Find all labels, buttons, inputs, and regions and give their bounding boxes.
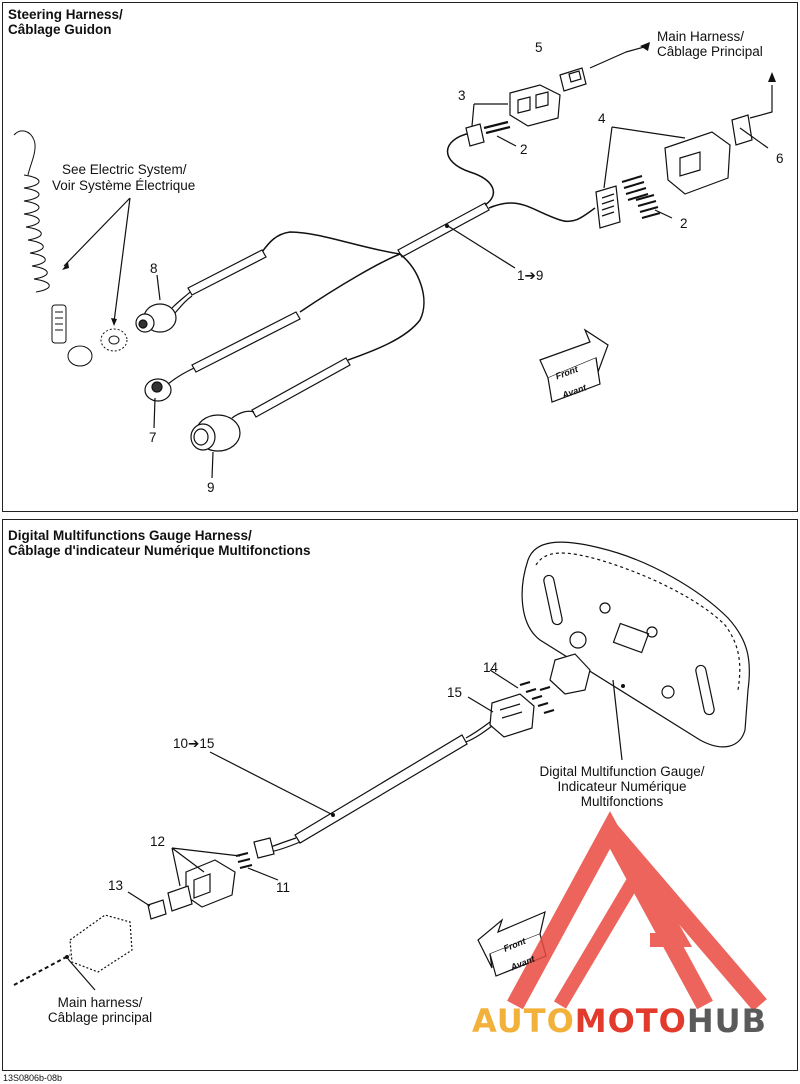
seal-13 — [147, 899, 167, 920]
main-trunk-sleeve — [397, 202, 490, 258]
gauge-label-line2: Indicateur Numérique — [557, 779, 687, 794]
part-number-6: 6 — [776, 151, 784, 166]
connector-11 — [253, 837, 275, 859]
watermark-auto: AUTO — [472, 1002, 575, 1040]
steering-harness-panel — [2, 2, 798, 512]
coiled-lanyard — [13, 130, 128, 367]
branch-sleeve-9 — [251, 357, 351, 418]
sensor-8 — [135, 291, 193, 333]
digital-gauge-housing — [521, 541, 750, 748]
part-number-9: 9 — [207, 480, 215, 495]
main-harness-bottom-line2: Câblage principal — [47, 1010, 153, 1025]
part-number-12: 12 — [150, 834, 166, 849]
gauge-harness-panel — [2, 519, 798, 1071]
front-arrow-top — [539, 328, 609, 403]
main-harness-label-line1: Main Harness/ — [657, 29, 745, 44]
connector-12 — [167, 859, 236, 912]
part-number-10-15: 10➔15 — [173, 736, 215, 751]
front-arrow-bottom — [477, 910, 547, 977]
part-number-2a: 2 — [520, 142, 528, 157]
main-harness-bottom-line1: Main harness/ — [57, 995, 143, 1010]
watermark-moto: MOTO — [574, 1002, 687, 1040]
watermark-text: AUTOMOTOHUB — [472, 1002, 767, 1040]
top-panel-title-line2: Câblage Guidon — [8, 22, 112, 37]
connector-15 — [489, 693, 535, 738]
gauge-label-line3: Multifonctions — [580, 794, 664, 809]
terminals-14 — [519, 680, 555, 715]
part-number-14: 14 — [483, 660, 499, 675]
part-number-13: 13 — [108, 878, 124, 893]
see-electric-label-line2: Voir Système Électrique — [52, 178, 196, 193]
main-harness-plug — [13, 914, 133, 986]
terminals-2a — [483, 120, 511, 135]
gauge-label-line1: Digital Multifunction Gauge/ — [539, 764, 705, 779]
branch-sleeve-7 — [191, 311, 301, 373]
bottom-panel-title-line2: Câblage d'indicateur Numérique Multifonc… — [8, 543, 311, 558]
part-number-7: 7 — [149, 430, 157, 445]
front-label-top-line1: Front — [554, 364, 580, 382]
terminals-2b — [621, 175, 661, 219]
front-label-bottom-line1: Front — [501, 935, 528, 954]
see-electric-label-line1: See Electric System/ — [62, 162, 187, 177]
part-number-15: 15 — [447, 685, 463, 700]
part-number-2b: 2 — [680, 216, 688, 231]
top-panel-title-line1: Steering Harness/ — [8, 7, 123, 22]
bottom-panel-title-line1: Digital Multifunctions Gauge Harness/ — [8, 528, 252, 543]
main-harness-label-line2: Câblage Principal — [657, 44, 763, 59]
watermark-hub: HUB — [686, 1002, 768, 1040]
part-number-3: 3 — [458, 88, 466, 103]
sensor-9 — [190, 410, 255, 452]
gauge-socket — [549, 653, 591, 695]
connector-3 — [465, 84, 561, 147]
connector-4 — [595, 131, 731, 229]
watermark-logo-icon — [507, 811, 767, 1011]
part-number-11: 11 — [276, 880, 291, 895]
part-number-5: 5 — [535, 40, 543, 55]
sensor-7 — [144, 367, 195, 402]
part-number-8: 8 — [150, 261, 158, 276]
part-number-1-9: 1➔9 — [517, 268, 544, 283]
seal-5 — [559, 67, 587, 92]
branch-sleeve-8 — [187, 249, 267, 296]
figure-code: 13S0806b-08b — [3, 1073, 63, 1083]
part-number-4: 4 — [598, 111, 606, 126]
gauge-harness-sleeve — [294, 734, 468, 844]
